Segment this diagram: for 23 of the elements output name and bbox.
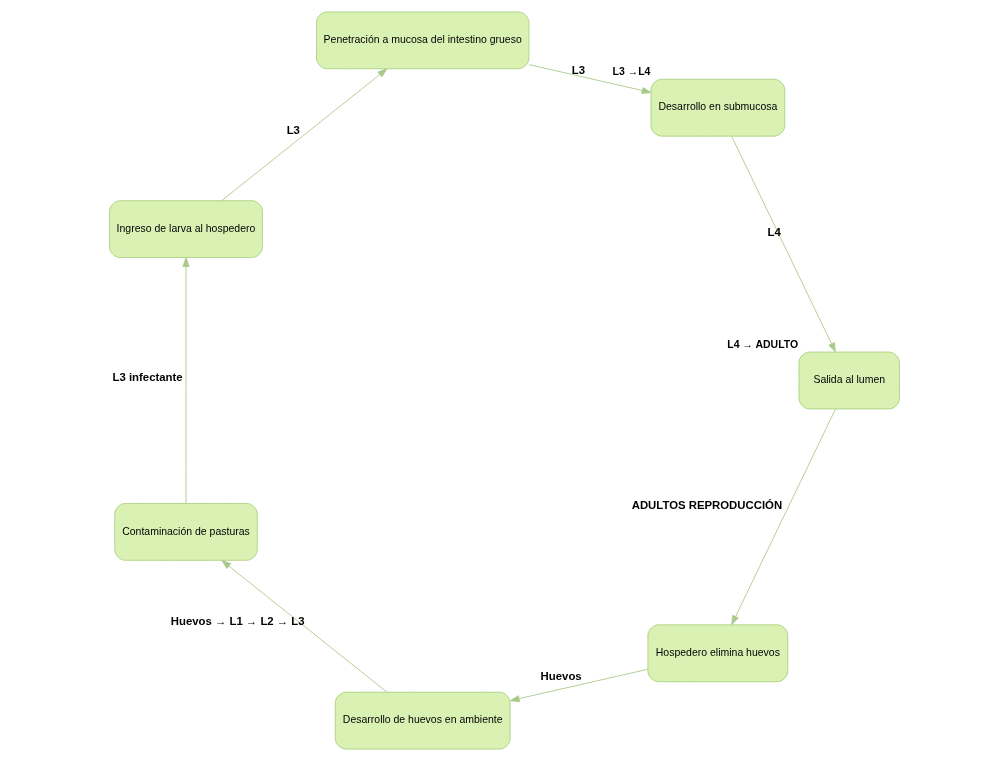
edge-label: Huevos → L1 → L2 → L3 [170,615,305,628]
arrow [730,135,836,353]
edge-label: L3 [286,123,300,136]
node-box: Ingreso de larva al hospedero [108,200,263,258]
arrow [509,668,648,703]
node-box: Hospedero elimina huevos [647,624,788,683]
node-label: L3 →L4 [612,66,650,78]
arrow [221,560,387,693]
node-box: Salida al lumen [798,351,900,410]
node-label: L4 → ADULTO [726,339,798,351]
edge-label: ADULTOS REPRODUCCIÓN [631,498,782,511]
arrow [730,408,836,625]
arrow [528,64,651,94]
node-box: Desarrollo en submucosa [650,78,785,137]
edge-label: L3 [571,63,585,76]
edge-label: Huevos [540,669,582,682]
edge-label: L3 infectante [112,371,183,384]
node-box: Desarrollo de huevos en ambiente [334,691,511,750]
arrow [220,68,387,202]
node-box: Penetración a mucosa del intestino grueso [315,11,529,70]
node-box: Contaminación de pasturas [113,503,258,561]
edge-label: L4 [767,225,781,238]
arrow [182,257,189,504]
